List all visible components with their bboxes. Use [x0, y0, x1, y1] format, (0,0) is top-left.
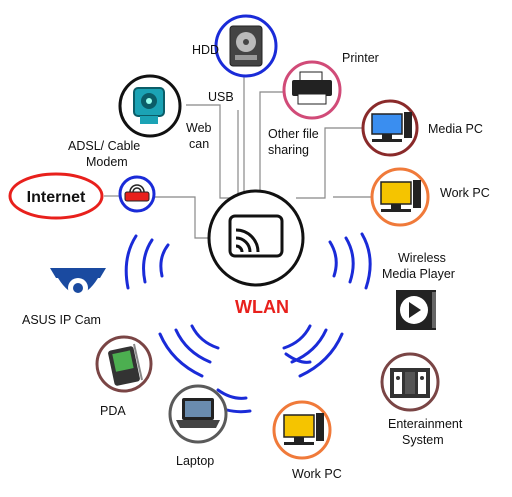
pda-icon: [108, 343, 143, 386]
wireless-waves: [124, 232, 372, 414]
printer-label: Printer: [342, 51, 379, 65]
internet-node: Internet: [8, 172, 104, 220]
wlan-hub: WLAN: [207, 189, 305, 317]
line-modem: [150, 196, 210, 239]
wave-ll-1: [190, 324, 220, 350]
work-pc-bottom-node: Work PC: [272, 400, 342, 481]
usb-label: USB: [208, 90, 234, 104]
wireless-player-node: Wireless Media Player: [382, 251, 455, 330]
webcam-icon: [133, 87, 165, 124]
cast-screen-icon: [228, 214, 284, 258]
ent-label-line1: Enterainment: [388, 417, 463, 431]
internet-ring: [8, 172, 104, 220]
wave-ur-1: [328, 240, 338, 278]
wireless-player-line2: Media Player: [382, 267, 455, 281]
wlan-label: WLAN: [235, 297, 289, 317]
internet-label: Internet: [27, 189, 86, 206]
entertainment-node: Enterainment System: [380, 352, 463, 447]
play-button-icon: [396, 290, 436, 330]
line-printer: [259, 91, 290, 198]
wave-ur-2: [344, 236, 355, 284]
desktop-pc-icon: [371, 112, 412, 142]
laptop-label: Laptop: [176, 454, 214, 468]
modem-label-line2: Modem: [86, 155, 128, 169]
wlan-ring: [207, 189, 305, 287]
other-sharing-line2: sharing: [268, 143, 309, 157]
pda-label: PDA: [100, 404, 126, 418]
printer-icon: [292, 71, 332, 105]
desktop-pc-icon: [380, 180, 421, 212]
other-sharing-line1: Other file: [268, 127, 319, 141]
media-pc-label: Media PC: [428, 122, 483, 136]
desktop-pc-icon: [283, 413, 324, 445]
line-webcam: [186, 104, 230, 199]
laptop-node: Laptop: [168, 384, 228, 468]
wave-ll-2: [174, 328, 212, 364]
work-pc-right-label: Work PC: [440, 186, 490, 200]
laptop-icon: [176, 398, 220, 428]
webcam-label-line2: can: [189, 137, 209, 151]
wave-ul-3: [124, 234, 138, 290]
wave-lr-1: [282, 324, 312, 350]
wave-ul-1: [159, 243, 170, 278]
wave-ll-3: [158, 332, 204, 378]
wave-lr-2: [290, 328, 328, 364]
webcam-label-line1: Web: [186, 121, 212, 135]
hdd-label: HDD: [192, 43, 219, 57]
modem-node: ADSL/ Cable Modem: [68, 139, 156, 213]
hard-drive-icon: [229, 25, 263, 67]
asus-cam-node: ASUS IP Cam: [22, 268, 106, 327]
speaker-system-icon: [390, 368, 430, 398]
work-pc-right-node: Work PC: [370, 167, 490, 227]
work-pc-bottom-label: Work PC: [292, 467, 342, 481]
media-pc-node: Media PC: [361, 99, 483, 157]
wave-b-3: [284, 352, 312, 364]
asus-cam-label: ASUS IP Cam: [22, 313, 101, 327]
wave-lr-3: [298, 332, 344, 378]
dome-camera-icon: [50, 268, 106, 298]
line-media-pc: [296, 127, 363, 199]
printer-node: Printer: [282, 51, 379, 120]
ent-label-line2: System: [402, 433, 444, 447]
wave-ur-3: [360, 232, 372, 290]
wireless-player-line1: Wireless: [398, 251, 446, 265]
wave-b-1: [216, 388, 248, 400]
connection-lines: [104, 76, 372, 239]
router-icon: [124, 184, 150, 202]
modem-label-line1: ADSL/ Cable: [68, 139, 140, 153]
pda-node: PDA: [95, 335, 153, 418]
hdd-node: HDD: [192, 14, 278, 78]
webcam-node: Web can: [118, 74, 212, 151]
wave-ul-2: [142, 238, 154, 284]
